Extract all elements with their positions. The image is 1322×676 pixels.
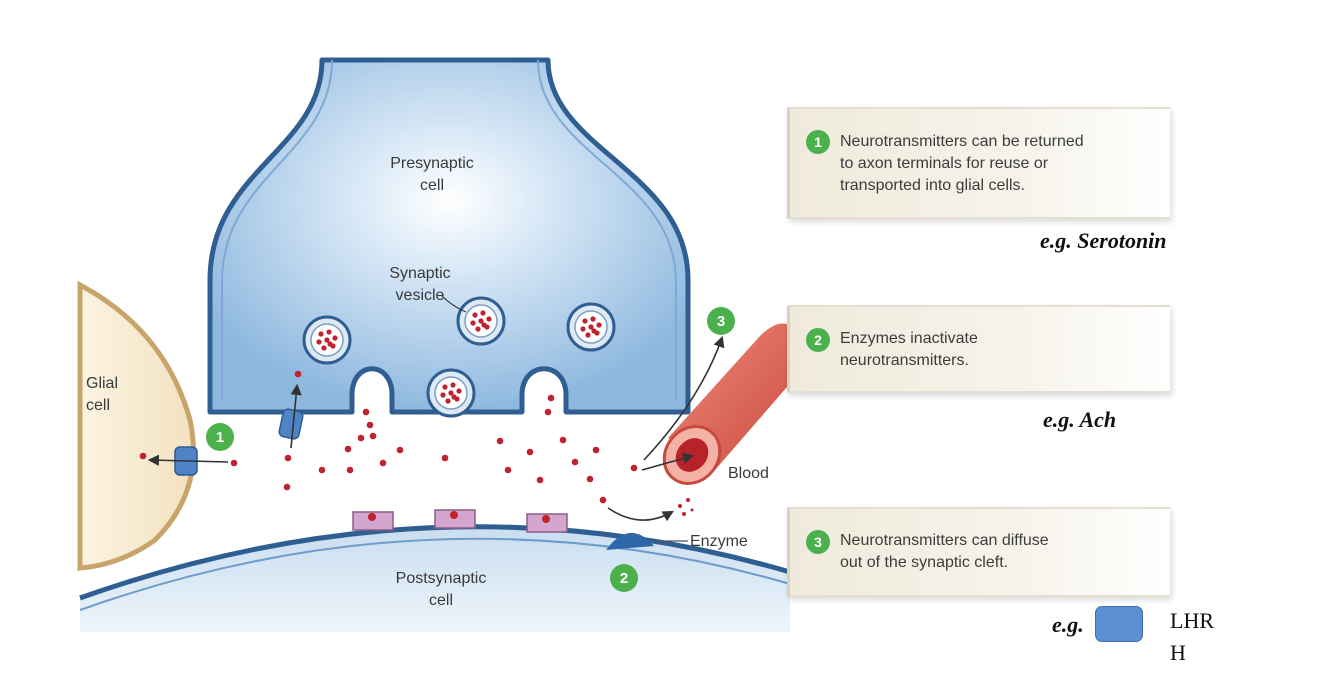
neurotransmitter-molecule — [362, 408, 370, 416]
neurotransmitter-molecule — [559, 436, 567, 444]
neurotransmitter-molecule — [599, 496, 607, 504]
neurotransmitter-molecule — [344, 445, 352, 453]
label-enzyme: Enzyme — [690, 533, 748, 550]
neurotransmitter-molecule — [379, 459, 387, 467]
mechanism-box-2 — [787, 305, 1170, 393]
mechanism-number-3: 3 — [806, 530, 830, 554]
marker-glial: 1 — [206, 423, 234, 451]
example-3: e.g. — [1052, 612, 1084, 637]
example-3-hormone: LHR H — [1170, 608, 1214, 665]
label-line: cell — [429, 592, 453, 609]
marker-blood: 3 — [707, 307, 735, 335]
label-postsynaptic-cell: Postsynaptic cell — [396, 570, 487, 609]
neurotransmitter-molecule — [441, 454, 449, 462]
mechanism-text-2: Enzymes inactivate neurotransmitters. — [840, 330, 978, 369]
neurotransmitter-molecule — [571, 458, 579, 466]
neurotransmitter-molecule — [366, 421, 374, 429]
neurotransmitter-molecule — [284, 454, 292, 462]
enzyme-shape — [606, 532, 654, 550]
mechanism-box-3 — [787, 507, 1170, 597]
neurotransmitter-molecule — [396, 446, 404, 454]
neurotransmitter-molecule — [526, 448, 534, 456]
mechanism-text-1: Neurotransmitters can be returned to axo… — [840, 133, 1084, 194]
label-line: cell — [420, 177, 444, 194]
svg-text:3: 3 — [717, 313, 725, 330]
mechanism-number-2: 2 — [806, 328, 830, 352]
marker-enzyme: 2 — [610, 564, 638, 592]
label-presynaptic-cell: Presynaptic cell — [390, 155, 474, 194]
synaptic-vesicle — [426, 368, 476, 418]
synaptic-vesicle — [456, 296, 506, 346]
neurotransmitter-molecule — [547, 394, 555, 402]
label-line: Postsynaptic — [396, 570, 487, 587]
glial-cell — [77, 280, 196, 571]
synaptic-vesicle — [302, 315, 352, 365]
mechanism-number-1: 1 — [806, 130, 830, 154]
label-line: cell — [86, 397, 110, 414]
neurotransmitter-molecule — [230, 459, 238, 467]
mechanism-text-3: Neurotransmitters can diffuse out of the… — [840, 532, 1049, 571]
neurotransmitter-molecule — [630, 464, 638, 472]
svg-text:2: 2 — [620, 570, 628, 587]
neurotransmitter-molecule — [294, 370, 302, 378]
label-blood: Blood — [728, 465, 769, 482]
neurotransmitter-molecule — [283, 483, 291, 491]
highlight-chip — [1095, 606, 1143, 642]
degraded-fragments — [678, 498, 694, 516]
label-line: Glial — [86, 375, 118, 392]
neurotransmitter-molecule — [496, 437, 504, 445]
neurotransmitter-molecule — [536, 476, 544, 484]
neurotransmitter-molecule — [369, 432, 377, 440]
arrows — [147, 335, 725, 542]
neurotransmitter-molecule — [318, 466, 326, 474]
receptors — [352, 509, 568, 533]
svg-text:1: 1 — [216, 429, 224, 446]
postsynaptic-cell — [80, 526, 790, 632]
neurotransmitter-molecule — [139, 452, 147, 460]
label-glial-cell: Glial cell — [86, 375, 118, 414]
label-synaptic-vesicle: Synaptic vesicle — [389, 265, 450, 304]
label-line: Presynaptic — [390, 155, 474, 172]
example-2: e.g. Ach — [1043, 407, 1117, 432]
label-line: Blood — [728, 465, 769, 482]
neurotransmitters — [139, 370, 638, 504]
label-line: Enzyme — [690, 533, 748, 550]
synaptic-vesicle — [566, 302, 616, 352]
mechanism-box-1 — [787, 107, 1170, 219]
neurotransmitter-molecule — [592, 446, 600, 454]
label-line: Synaptic — [389, 265, 450, 282]
neurotransmitter-molecule — [544, 408, 552, 416]
label-line: vesicle — [396, 287, 445, 304]
neurotransmitter-molecule — [357, 434, 365, 442]
example-1: e.g. Serotonin — [1040, 228, 1167, 253]
neurotransmitter-molecule — [586, 475, 594, 483]
neurotransmitter-molecule — [504, 466, 512, 474]
neurotransmitter-molecule — [346, 466, 354, 474]
synaptic-vesicles — [302, 296, 616, 418]
presynaptic-terminal — [207, 57, 691, 415]
